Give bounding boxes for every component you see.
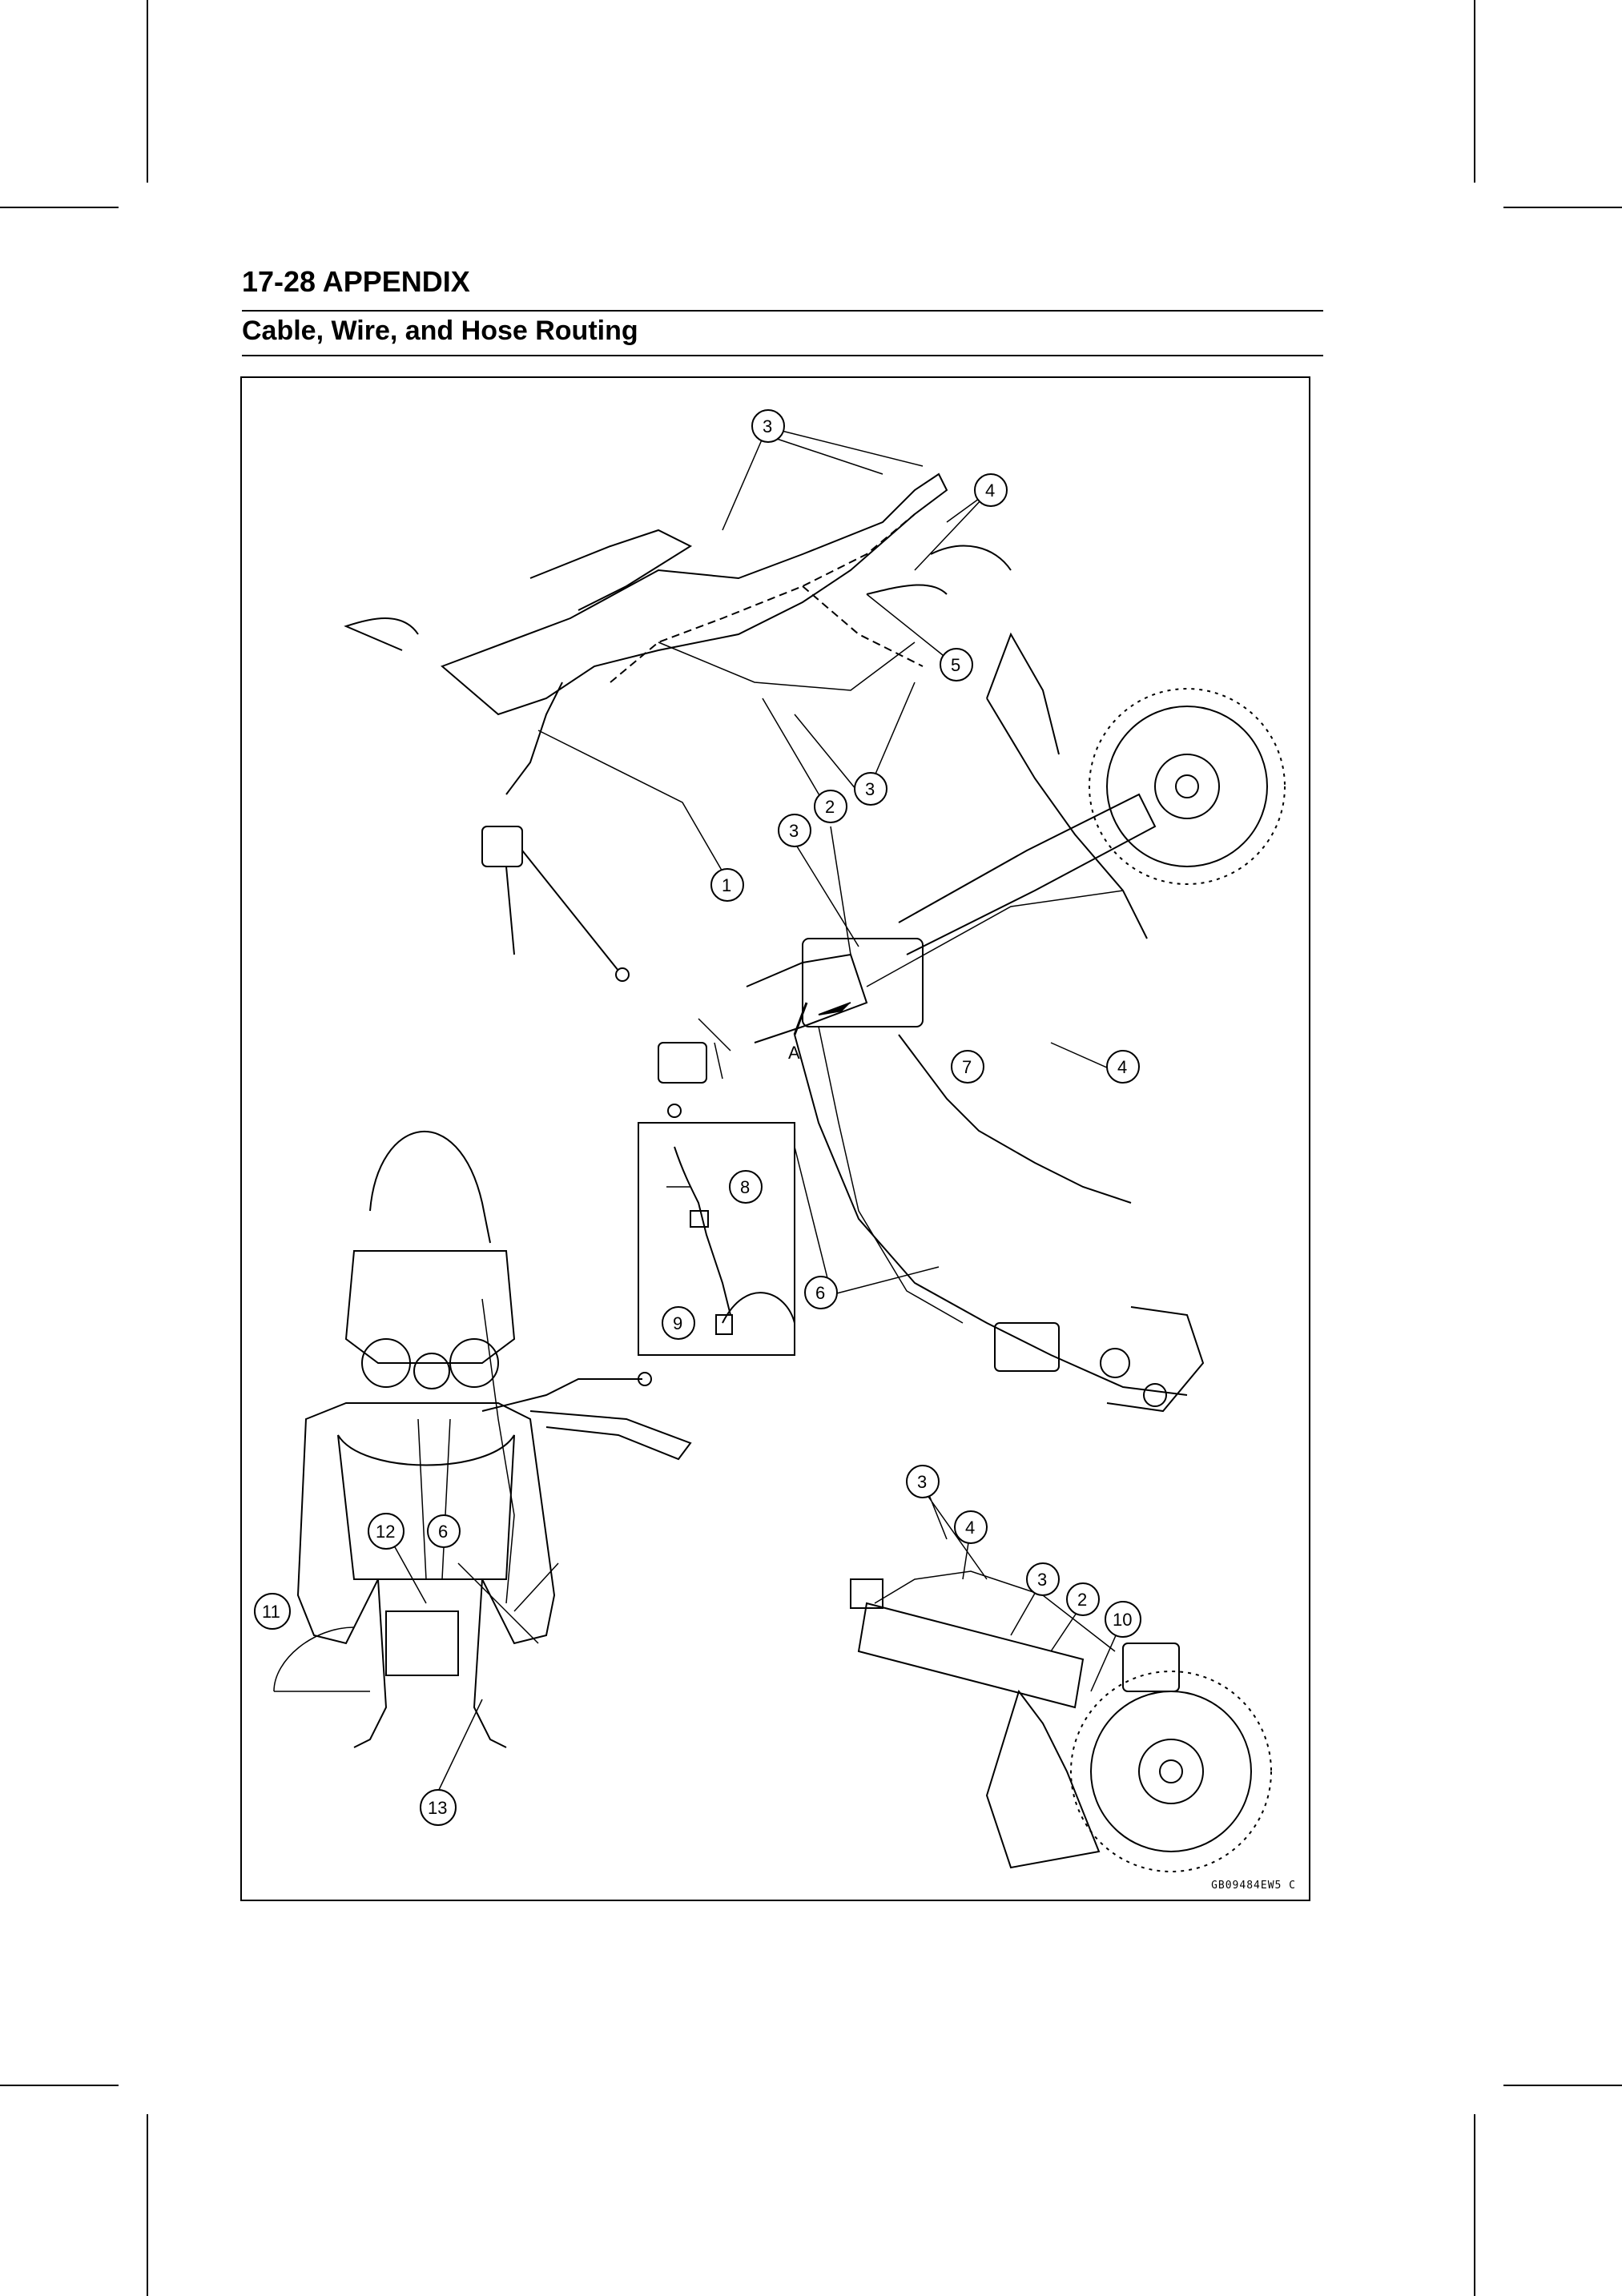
callout-3: 3 — [1026, 1562, 1060, 1596]
routing-diagram: 3 4 5 3 2 3 1 7 4 8 6 9 3 4 3 2 10 12 6 … — [254, 409, 1286, 1872]
callout-8: 8 — [729, 1170, 763, 1204]
callout-3: 3 — [906, 1465, 940, 1498]
callout-9: 9 — [662, 1306, 695, 1340]
callout-12: 12 — [368, 1513, 404, 1550]
view-label: A — [788, 1043, 800, 1063]
page-title: 17-28 APPENDIX — [242, 265, 470, 298]
view-arrow-label: A — [788, 1043, 800, 1063]
routing-figure: 3 4 5 3 2 3 1 7 4 8 6 9 3 4 3 2 10 12 6 … — [240, 376, 1310, 1901]
callout-3: 3 — [751, 409, 785, 443]
callout-label: 3 — [789, 821, 799, 841]
callout-4: 4 — [1106, 1050, 1140, 1084]
header-rule — [242, 310, 1323, 312]
callout-2: 2 — [1066, 1582, 1100, 1616]
right-side-fork-view — [658, 632, 1286, 1413]
callout-6: 6 — [427, 1514, 461, 1548]
callout-13: 13 — [420, 1789, 457, 1826]
callout-label: 9 — [673, 1313, 682, 1333]
callout-label: 13 — [428, 1798, 447, 1818]
callout-label: 3 — [763, 416, 772, 436]
callout-label: 4 — [965, 1518, 975, 1538]
crop-mark — [0, 207, 119, 208]
callout-4: 4 — [954, 1510, 988, 1544]
callout-label: 10 — [1113, 1610, 1132, 1630]
crop-mark — [1474, 2114, 1475, 2296]
section-rule — [242, 355, 1323, 356]
callout-label: 12 — [376, 1522, 395, 1542]
callout-7: 7 — [951, 1050, 984, 1084]
upper-frame-view — [344, 472, 1012, 982]
page-header: 17-28 APPENDIX — [242, 266, 1323, 298]
callout-label: 3 — [865, 779, 875, 799]
top-view-chassis — [273, 1130, 692, 1748]
crop-mark — [147, 0, 148, 183]
detail-inset — [638, 1122, 795, 1356]
callout-label: 7 — [962, 1057, 972, 1077]
callout-label: 3 — [1037, 1570, 1047, 1590]
left-side-fork-view — [850, 1570, 1272, 1872]
callout-6: 6 — [804, 1276, 838, 1309]
callout-label: 4 — [985, 481, 995, 501]
callout-10: 10 — [1105, 1601, 1141, 1638]
callout-label: 2 — [825, 797, 835, 817]
callout-label: 6 — [815, 1283, 825, 1303]
callout-label: 1 — [722, 875, 731, 895]
callout-1: 1 — [710, 868, 744, 902]
section-title: Cable, Wire, and Hose Routing — [242, 316, 638, 346]
crop-mark — [1503, 207, 1622, 208]
callout-label: 5 — [951, 655, 960, 675]
callout-label: 3 — [917, 1472, 927, 1492]
callout-5: 5 — [940, 648, 973, 682]
callout-label: 11 — [262, 1602, 280, 1622]
callout-4: 4 — [974, 473, 1008, 507]
callout-3: 3 — [854, 772, 887, 806]
callouts: 3 4 5 3 2 3 1 7 4 8 6 9 3 4 3 2 10 12 6 … — [254, 409, 1141, 1826]
crop-mark — [1474, 0, 1475, 183]
crop-mark — [1503, 2085, 1622, 2086]
crop-mark — [0, 2085, 119, 2086]
callout-label: 4 — [1117, 1057, 1127, 1077]
callout-label: 2 — [1077, 1590, 1087, 1610]
callout-label: 8 — [740, 1177, 750, 1197]
figure-code: GB09484EW5 C — [1211, 1880, 1296, 1892]
leader-lines — [385, 429, 1124, 1792]
callout-11: 11 — [254, 1593, 291, 1630]
crop-mark — [147, 2114, 148, 2296]
callout-2: 2 — [814, 790, 847, 823]
callout-3: 3 — [778, 814, 811, 847]
callout-label: 6 — [438, 1522, 448, 1542]
